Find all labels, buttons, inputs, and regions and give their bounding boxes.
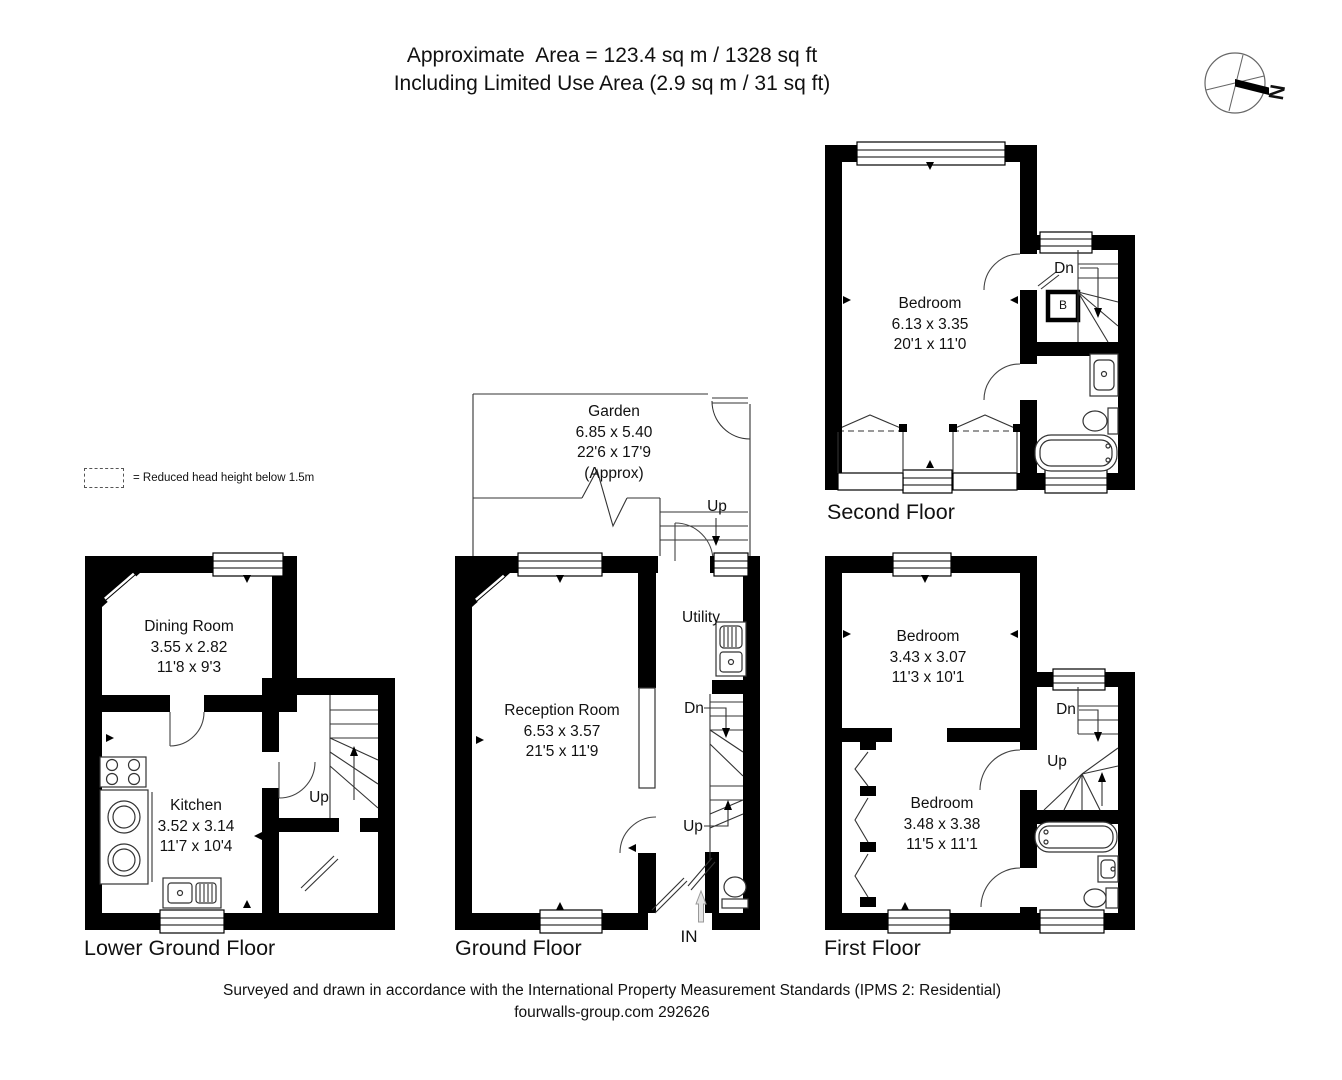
reception-room-label: Reception Room 6.53 x 3.57 21'5 x 11'9: [504, 702, 620, 760]
legend-label: = Reduced head height below 1.5m: [133, 472, 315, 484]
window-icon: [104, 552, 284, 934]
first-floor-title: First Floor: [824, 936, 921, 960]
area-summary-line1: Approximate Area = 123.4 sq m / 1328 sq …: [406, 44, 818, 67]
first-floor-plan: [825, 552, 1135, 934]
ground-floor-title: Ground Floor: [455, 936, 582, 960]
garden-label: Garden 6.85 x 5.40 22'6 x 17'9 (Approx): [575, 403, 653, 482]
gf-stair-dn-label: Dn: [684, 700, 704, 717]
garden-steps-up-label: Up: [707, 498, 727, 515]
toilet-icon: [1082, 407, 1119, 435]
door-icon: [983, 253, 1060, 401]
window-icon: [475, 552, 749, 934]
second-floor-plan: [825, 141, 1135, 494]
area-summary-line2: Including Limited Use Area (2.9 sq m / 3…: [393, 72, 831, 95]
window-icon: [887, 552, 1106, 934]
window-icon: [856, 141, 1108, 494]
dining-room-label: Dining Room 3.55 x 2.82 11'8 x 9'3: [144, 618, 234, 676]
sf-stair-dn-label: Dn: [1054, 260, 1074, 277]
door-icon: [619, 816, 716, 914]
second-floor-title: Second Floor: [827, 500, 955, 524]
staircase-up-icon: [329, 695, 379, 818]
north-needle-icon: [1235, 79, 1269, 95]
entrance-arrow-icon: [695, 889, 707, 923]
bath-icon: [1034, 821, 1118, 853]
staircase-icon: [704, 694, 744, 860]
door-icon: [169, 711, 339, 892]
boiler-cupboard: [1045, 289, 1081, 323]
lower-ground-floor-plan: [85, 552, 395, 934]
compass-rose: [1204, 52, 1269, 114]
sink-icon: [1097, 855, 1119, 883]
branding-reference: fourwalls-group.com 292626: [514, 1004, 710, 1021]
boiler-label: B: [1058, 298, 1068, 312]
legend: = Reduced head height below 1.5m: [84, 468, 314, 488]
ground-floor-plan: [455, 393, 760, 934]
kitchen-label: Kitchen 3.52 x 3.14 11'7 x 10'4: [157, 797, 235, 855]
utility-label: Utility: [682, 609, 720, 626]
gf-stair-up-label: Up: [683, 818, 703, 835]
dormer-icon: [834, 414, 1021, 491]
ff-bedroom-front-label: Bedroom 3.43 x 3.07 11'3 x 10'1: [889, 628, 967, 686]
ff-stair-dn-label: Dn: [1056, 701, 1076, 718]
kitchen-sink-icon: [162, 877, 222, 909]
bath-icon: [1034, 434, 1118, 472]
surveyed-statement: Surveyed and drawn in accordance with th…: [223, 982, 1001, 999]
staircase-down-icon: [1077, 250, 1119, 343]
ff-bedroom-back-label: Bedroom 3.48 x 3.38 11'5 x 11'1: [903, 795, 981, 853]
reduced-head-height-swatch: [84, 468, 124, 488]
garden-outline: [472, 393, 751, 556]
hob-icon: [99, 756, 147, 788]
wardrobe-icon: [854, 740, 876, 907]
entrance-in-label: IN: [680, 927, 698, 946]
door-icon: [979, 749, 1021, 908]
toilet-icon: [721, 876, 749, 909]
ff-stair-up-label: Up: [1047, 753, 1067, 770]
sink-icon: [1089, 353, 1119, 397]
toilet-icon: [1083, 887, 1119, 909]
sf-bedroom-label: Bedroom 6.13 x 3.35 20'1 x 11'0: [891, 295, 969, 353]
appliances-icon: [99, 789, 153, 885]
utility-sink-icon: [715, 621, 747, 677]
lg-stair-up-label: Up: [309, 789, 329, 806]
garden-door-icon: [674, 522, 714, 562]
lower-ground-floor-title: Lower Ground Floor: [84, 936, 276, 960]
